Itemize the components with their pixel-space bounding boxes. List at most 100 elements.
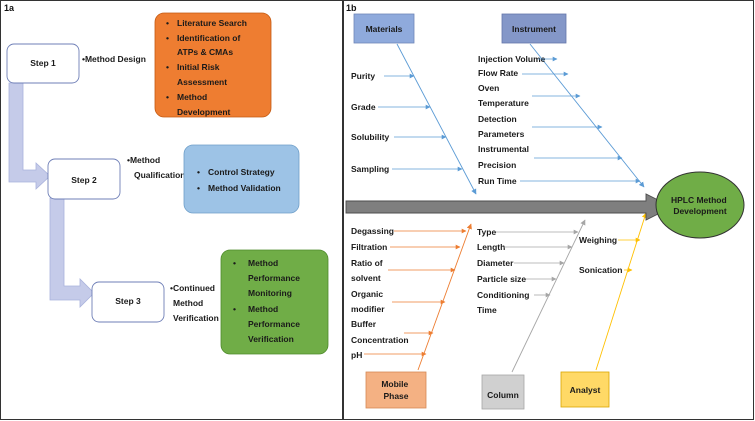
bullet: • (166, 92, 169, 102)
factor-label: Flow Rate (478, 68, 518, 78)
factor-label: modifier (351, 304, 385, 314)
step2-description: •Method Qualification (127, 155, 185, 180)
step2-details-box (183, 144, 300, 214)
factor-label: Injection Volume (478, 54, 546, 64)
mobile-phase-label: Mobile Phase (381, 379, 410, 401)
bullet: • (233, 258, 236, 268)
column-factors: Type Length Diameter Particle size Condi… (477, 227, 529, 315)
step3-details-list: • Method Performance Monitoring • Method… (233, 258, 300, 344)
factor-label: Detection (478, 114, 517, 124)
panel-a: Step 1 Step 2 Step 3 •Method Design •Met… (6, 12, 329, 355)
analyst-label: Analyst (570, 385, 601, 395)
factor-label: Ratio of (351, 258, 383, 268)
factor-label: Grade (351, 102, 376, 112)
panel-b: HPLC Method Development Materials Instru… (345, 13, 745, 410)
step2-box (47, 158, 121, 200)
factor-label: solvent (351, 273, 381, 283)
factor-label: pH (351, 350, 362, 360)
panel-a-label: 1a (4, 3, 15, 13)
mobile-phase-box (365, 371, 427, 409)
list-item: Performance (248, 273, 300, 283)
list-item: Identification of (177, 33, 240, 43)
list-item: Method (177, 92, 207, 102)
bullet: • (166, 18, 169, 28)
bullet: • (166, 33, 169, 43)
step1-description: •Method Design (82, 54, 146, 64)
instrument-factor-arrows (520, 56, 641, 184)
factor-label: Concentration (351, 335, 409, 345)
factor-label: Filtration (351, 242, 387, 252)
list-item: Monitoring (248, 288, 292, 298)
outcome-ellipse (655, 171, 745, 239)
factor-label: Particle size (477, 274, 526, 284)
bullet: • (166, 62, 169, 72)
step2-to-step3-connector (49, 197, 95, 308)
step3-box (91, 281, 165, 323)
factor-label: Run Time (478, 176, 517, 186)
factor-label: Degassing (351, 226, 394, 236)
analyst-box (560, 371, 610, 408)
factor-label: Organic (351, 289, 383, 299)
materials-factors: Purity Grade Solubility Sampling (351, 71, 390, 174)
list-item: Verification (248, 334, 294, 344)
instrument-factors: Injection Volume Flow Rate Oven Temperat… (478, 54, 546, 186)
column-label: Column (487, 390, 519, 400)
instrument-bone (529, 43, 645, 188)
list-item: Performance (248, 319, 300, 329)
step1-label: Step 1 (30, 58, 56, 68)
mobile-phase-factor-arrows (364, 228, 467, 357)
step1-box (6, 43, 80, 84)
column-box (481, 374, 525, 410)
instrument-box (501, 13, 567, 44)
factor-label: Weighing (579, 235, 617, 245)
mobile-phase-factors: Degassing Filtration Ratio of solvent Or… (351, 226, 409, 360)
bullet: • (197, 167, 200, 177)
step3-description: •Continued Method Verification (170, 283, 219, 323)
factor-label: Length (477, 242, 505, 252)
factor-label: Purity (351, 71, 375, 81)
list-item: Initial Risk (177, 62, 220, 72)
materials-factor-arrows (378, 73, 463, 172)
factor-label: Time (477, 305, 497, 315)
step3-details-box (220, 249, 329, 355)
factor-label: Diameter (477, 258, 514, 268)
panel-b-label: 1b (346, 3, 357, 13)
outcome-label: HPLC Method Development (671, 195, 729, 216)
list-item: Assessment (177, 77, 227, 87)
step1-details-list: • Literature Search • Identification of … (166, 18, 247, 117)
factor-label: Sampling (351, 164, 389, 174)
factor-label: Oven (478, 83, 499, 93)
step2-details-list: • Control Strategy • Method Validation (197, 167, 281, 193)
materials-label: Materials (366, 24, 403, 34)
mobile-phase-bone (417, 223, 472, 371)
factor-label: Parameters (478, 129, 525, 139)
factor-label: Buffer (351, 319, 377, 329)
materials-bone (396, 43, 477, 195)
list-item: Literature Search (177, 18, 247, 28)
list-item: ATPs & CMAs (177, 47, 233, 57)
list-item: Method (248, 258, 278, 268)
factor-label: Instrumental (478, 144, 529, 154)
step1-to-step2-connector (8, 82, 51, 190)
factor-label: Temperature (478, 98, 529, 108)
column-factor-arrows (496, 229, 579, 298)
factor-label: Conditioning (477, 290, 529, 300)
list-item: Method (248, 304, 278, 314)
factor-label: Type (477, 227, 496, 237)
step2-label: Step 2 (71, 175, 97, 185)
factor-label: Sonication (579, 265, 622, 275)
analyst-factor-arrows (618, 237, 641, 273)
list-item: Method Validation (208, 183, 281, 193)
step1-details-box (154, 12, 272, 118)
list-item: Control Strategy (208, 167, 275, 177)
factor-label: Solubility (351, 132, 390, 142)
analyst-factors: Weighing Sonication (579, 235, 622, 275)
instrument-label: Instrument (512, 24, 556, 34)
factor-label: Precision (478, 160, 516, 170)
step3-label: Step 3 (115, 296, 141, 306)
bullet: • (197, 183, 200, 193)
materials-box (353, 13, 415, 44)
list-item: Development (177, 107, 231, 117)
bullet: • (233, 304, 236, 314)
